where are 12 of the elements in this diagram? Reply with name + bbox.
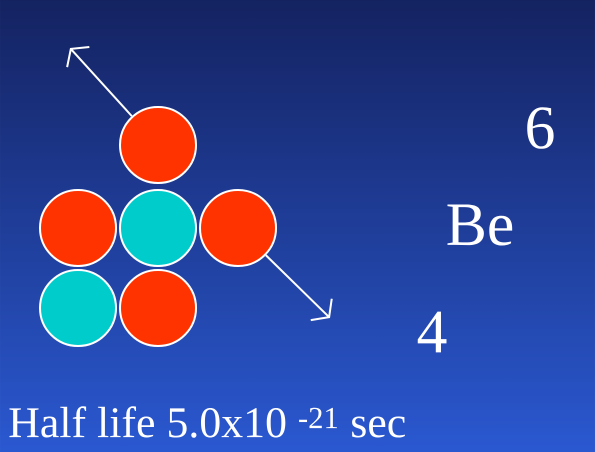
proton-circle: [119, 106, 197, 184]
proton-circle: [119, 269, 197, 347]
neutron-circle: [39, 269, 117, 347]
caption-text: Half life 5.0x10 $^{-21}$ sec: [9, 406, 405, 438]
arrow: [265, 254, 333, 322]
arrow: [66, 46, 133, 117]
proton-circle: [199, 189, 277, 267]
nuclear-number: 6: [527, 107, 554, 149]
element-symbol: Be: [447, 204, 512, 246]
proton-circle: [39, 189, 117, 267]
neutron-circle: [119, 189, 197, 267]
nuclear-number: 4: [418, 312, 446, 352]
